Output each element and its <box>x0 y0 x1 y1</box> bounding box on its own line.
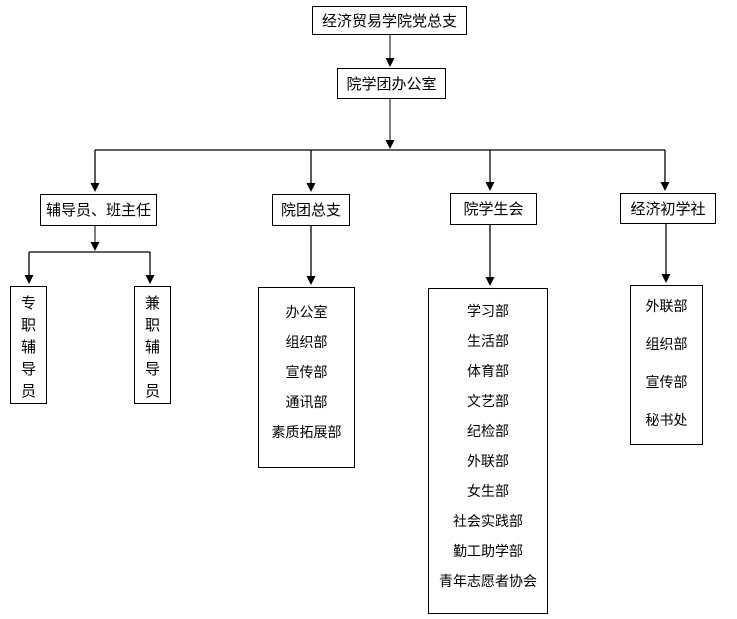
department-item: 外联部 <box>645 299 688 315</box>
arrowhead-down-icon <box>90 183 100 192</box>
node-label-vertical: 兼职辅导员 <box>144 294 160 400</box>
node-label: 经济初学社 <box>630 199 706 218</box>
arrowhead-down-icon <box>485 277 495 286</box>
department-item: 素质拓展部 <box>271 425 342 441</box>
department-item: 女生部 <box>467 484 509 500</box>
node-league-general-branch: 院团总支 <box>272 194 350 226</box>
node-label: 经济贸易学院党总支 <box>321 11 457 30</box>
node-label: 辅导员、班主任 <box>45 201 151 219</box>
arrowhead-down-icon <box>385 58 395 67</box>
arrowhead-down-icon <box>24 275 34 284</box>
node-label: 院团总支 <box>280 201 341 219</box>
node-counselors-head-teachers: 辅导员、班主任 <box>40 194 157 226</box>
department-item: 青年志愿者协会 <box>439 574 537 590</box>
department-item: 秘书处 <box>645 413 688 429</box>
node-parttime-counselor: 兼职辅导员 <box>134 286 171 404</box>
department-list-student-union: 学习部生活部体育部文艺部纪检部外联部女生部社会实践部勤工助学部青年志愿者协会 <box>428 288 548 614</box>
arrowhead-down-icon <box>660 182 670 191</box>
department-list-economics-society: 外联部组织部宣传部秘书处 <box>630 285 703 445</box>
node-student-union: 院学生会 <box>450 193 537 225</box>
department-item: 生活部 <box>467 334 509 350</box>
department-item: 勤工助学部 <box>453 544 523 560</box>
department-item: 通讯部 <box>285 395 328 411</box>
node-party-general-branch: 经济贸易学院党总支 <box>312 6 467 35</box>
department-item: 办公室 <box>285 305 328 321</box>
node-fulltime-counselor: 专职辅导员 <box>10 286 47 404</box>
node-economics-society: 经济初学社 <box>620 193 716 224</box>
arrowhead-down-icon <box>485 182 495 191</box>
department-item: 纪检部 <box>467 424 509 440</box>
arrowhead-down-icon <box>145 275 155 284</box>
node-youth-league-office: 院学团办公室 <box>337 68 446 99</box>
arrowhead-down-icon <box>306 183 316 192</box>
node-label: 院学团办公室 <box>346 74 437 93</box>
arrowhead-down-icon <box>385 140 395 149</box>
department-list-league-branch: 办公室组织部宣传部通讯部素质拓展部 <box>258 287 355 468</box>
node-label-vertical: 专职辅导员 <box>20 294 36 400</box>
arrowhead-down-icon <box>306 276 316 285</box>
department-item: 文艺部 <box>467 394 509 410</box>
department-item: 宣传部 <box>645 375 688 391</box>
department-item: 学习部 <box>467 304 509 320</box>
department-item: 组织部 <box>645 337 688 353</box>
department-item: 社会实践部 <box>453 514 523 530</box>
node-label: 院学生会 <box>463 200 524 218</box>
department-item: 宣传部 <box>285 365 328 381</box>
arrowhead-down-icon <box>661 274 671 283</box>
department-item: 组织部 <box>285 335 328 351</box>
department-item: 外联部 <box>467 454 509 470</box>
department-item: 体育部 <box>467 364 509 380</box>
arrowhead-down-icon <box>90 242 100 251</box>
